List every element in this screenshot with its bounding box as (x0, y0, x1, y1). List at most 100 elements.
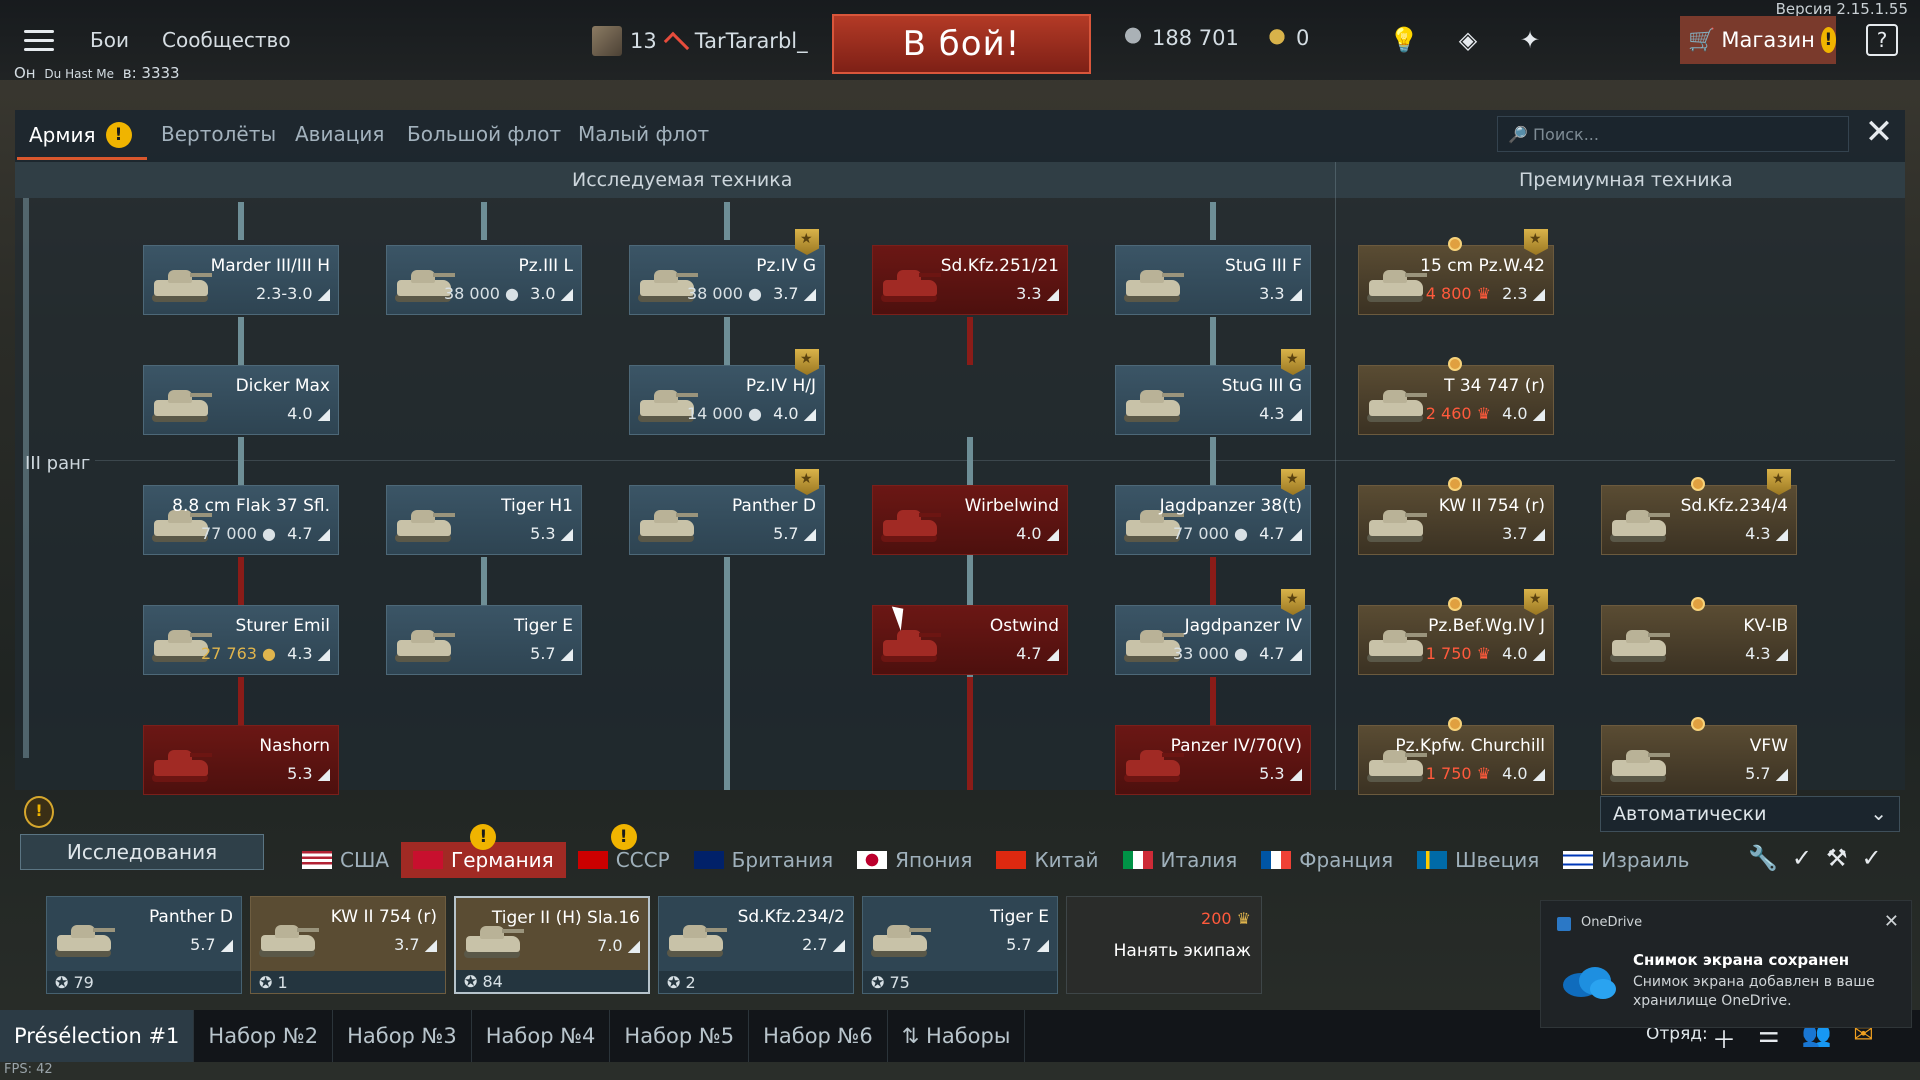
vehicle-cost: 14 000 ● (686, 404, 762, 423)
preset-tab[interactable]: Набор №5 (610, 1010, 750, 1062)
vehicle-name: Jagdpanzer 38(t) (1159, 496, 1302, 516)
close-icon[interactable]: ✕ (1883, 911, 1899, 932)
battle-rating: 3.0 ◢ (530, 284, 573, 303)
version-label: Версия 2.15.1.55 (1775, 0, 1908, 18)
nation-tab[interactable]: Германия! (401, 824, 566, 878)
silver-lions[interactable]: 188 701 (1120, 26, 1239, 50)
coupon-icon[interactable]: ✦ (1519, 26, 1541, 54)
repair-all-icon[interactable]: ⚒ (1826, 844, 1848, 872)
to-battle-button[interactable]: В бой! (832, 14, 1091, 74)
preset-tab[interactable]: Набор №6 (749, 1010, 888, 1062)
vehicle-card[interactable]: Panzer IV/70(V)5.3 ◢ (1115, 725, 1311, 795)
main-menu-icon[interactable] (24, 30, 54, 52)
onedrive-notification[interactable]: OneDrive ✕ Снимок экрана сохранен Снимок… (1540, 900, 1912, 1028)
diamond-icon[interactable]: ◈ (1458, 26, 1478, 54)
vehicle-card[interactable]: Jagdpanzer 38(t)4.7 ◢77 000 ● (1115, 485, 1311, 555)
preset-tab[interactable]: Présélection #1 (0, 1010, 195, 1062)
preset-tab[interactable]: Набор №2 (194, 1010, 334, 1062)
nation-label: Германия (451, 848, 554, 872)
hire-crew-slot[interactable]: 200 ♛ Нанять экипаж (1066, 896, 1262, 994)
tab-helicopters[interactable]: Вертолёты (161, 122, 277, 146)
preset-tab[interactable]: Набор №3 (333, 1010, 472, 1062)
nation-tab[interactable]: Япония (845, 842, 984, 878)
check-icon[interactable]: ✓ (1791, 844, 1812, 872)
search-input[interactable]: 🔎 Поиск... (1497, 116, 1849, 152)
tab-army[interactable]: Армия ! (29, 122, 132, 148)
nation-tab[interactable]: СССР! (566, 824, 682, 878)
nation-tab[interactable]: Италия (1111, 842, 1250, 878)
nation-label: Израиль (1601, 848, 1690, 872)
lightbulb-icon[interactable]: 💡 (1389, 26, 1419, 54)
vehicle-name: Nashorn (259, 736, 330, 756)
community-menu[interactable]: Сообщество (162, 28, 291, 52)
nation-tab[interactable]: Израиль (1551, 842, 1701, 878)
nation-tab[interactable]: Китай (984, 842, 1110, 878)
tank-icon (257, 917, 319, 959)
check-all-icon[interactable]: ✓ (1861, 844, 1882, 872)
nation-label: Италия (1160, 848, 1238, 872)
research-toggle-button[interactable]: Исследования (20, 834, 264, 870)
flag-icon (1417, 851, 1448, 869)
tank-icon (879, 502, 941, 544)
vehicle-card[interactable]: T 34 747 (r)4.0 ◢2 460 ♛ (1358, 365, 1554, 435)
battles-menu[interactable]: Бои (90, 28, 129, 52)
vehicle-name: Sd.Kfz.251/21 (940, 256, 1059, 276)
premium-marker-icon (1448, 477, 1462, 491)
tab-coastal-fleet[interactable]: Малый флот (578, 122, 710, 146)
vehicle-name: VFW (1749, 736, 1788, 756)
wrench-icon[interactable]: 🔧 (1748, 844, 1778, 872)
section-divider (1335, 162, 1336, 790)
shop-button[interactable]: 🛒 Магазин ! (1680, 16, 1836, 64)
crew-level: ✪ 79 (47, 971, 241, 993)
battle-rating: 4.0 ◢ (1502, 764, 1545, 783)
nation-tab[interactable]: Британия (682, 842, 845, 878)
preset-tab[interactable]: ⇅ Наборы (888, 1010, 1026, 1062)
help-button[interactable]: ? (1866, 24, 1898, 56)
close-icon[interactable]: ✕ (1864, 112, 1894, 152)
vehicle-card[interactable]: 8.8 cm Flak 37 Sfl.4.7 ◢77 000 ● (143, 485, 339, 555)
crew-slot[interactable]: KW II 754 (r)3.7 ◢✪ 1 (250, 896, 446, 994)
add-squad-icon[interactable]: ＋ (1712, 1026, 1736, 1054)
player-profile[interactable]: 13 TarTararbl_ (592, 26, 808, 56)
tab-bluewater-fleet[interactable]: Большой флот (407, 122, 562, 146)
rank-medal-icon (1767, 469, 1791, 495)
warning-shield-icon[interactable]: ! (24, 796, 54, 828)
tree-connector (1210, 437, 1216, 485)
tab-aviation[interactable]: Авиация (295, 122, 385, 146)
preset-tab[interactable]: Набор №4 (472, 1010, 611, 1062)
nation-tab[interactable]: Швеция (1405, 842, 1551, 878)
nation-tab[interactable]: Франция (1249, 842, 1405, 878)
golden-eagles[interactable]: 0 (1264, 26, 1309, 50)
vehicle-card[interactable]: KW II 754 (r)3.7 ◢ (1358, 485, 1554, 555)
research-mode-select[interactable]: Автоматически ⌄ (1600, 796, 1900, 832)
flag-icon (302, 851, 332, 869)
nation-tab[interactable]: США (290, 842, 401, 878)
